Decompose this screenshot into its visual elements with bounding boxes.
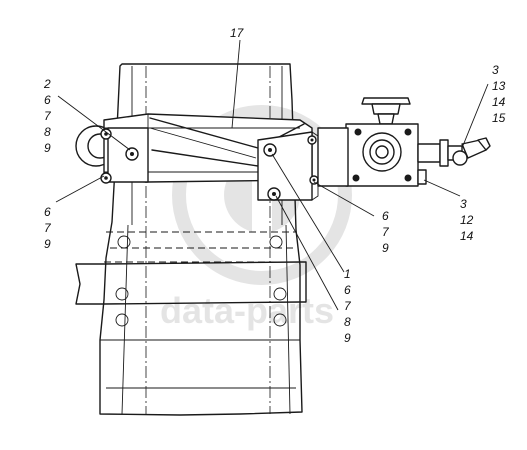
bracket-assembly (75, 113, 319, 201)
leader-3-top (461, 83, 489, 149)
handwheel-stem (371, 103, 401, 115)
corner-bolt (354, 128, 362, 136)
callout-label: 7 (44, 109, 52, 123)
callout-3-bottom-group: 3 12 14 (460, 197, 474, 243)
handwheel-neck (377, 113, 395, 125)
callout-label: 1 (344, 267, 351, 281)
corner-bolt (404, 174, 412, 182)
callout-label: 15 (492, 111, 506, 125)
leader-3-right (423, 179, 461, 197)
callout-label: 7 (344, 299, 352, 313)
bolt (309, 175, 319, 185)
hose-end (477, 137, 491, 151)
valve-port-inner (375, 145, 389, 159)
callout-6-left-group: 6 7 9 (44, 205, 52, 251)
bracket-brace-edge (149, 127, 257, 159)
callout-label: 9 (44, 141, 51, 155)
rivet-hole (269, 235, 283, 249)
callout-label: 13 (492, 79, 506, 93)
bolt (267, 187, 281, 201)
valve-flange (317, 127, 349, 187)
corner-bolt (352, 174, 360, 182)
handwheel (361, 97, 411, 105)
callout-label: 8 (344, 315, 351, 329)
callout-6-mid-group: 6 7 9 (382, 209, 390, 255)
callout-label: 9 (344, 331, 351, 345)
leader-lines (55, 39, 489, 311)
valve-assembly (317, 97, 491, 187)
callout-label: 8 (44, 125, 51, 139)
leader-2 (57, 95, 131, 151)
outlet-pipe (417, 143, 441, 163)
callout-label: 6 (44, 205, 51, 219)
elbow-union (452, 150, 468, 166)
callout-label: 9 (382, 241, 389, 255)
callout-label: 6 (344, 283, 351, 297)
callout-3-top-group: 3 13 14 15 (492, 63, 506, 125)
callout-label: 17 (230, 26, 245, 40)
callout-1-group: 1 6 7 8 9 (344, 267, 352, 345)
callout-label: 9 (44, 237, 51, 251)
callout-17: 17 (230, 26, 245, 40)
callout-label: 3 (460, 197, 467, 211)
callout-label: 6 (44, 93, 51, 107)
rivet-hole (273, 313, 287, 327)
callout-label: 7 (382, 225, 390, 239)
callout-label: 14 (492, 95, 506, 109)
watermark-text: data-parts (160, 290, 334, 331)
watermark-ring (172, 105, 352, 285)
bolt (263, 143, 277, 157)
leader-6-left (55, 175, 105, 203)
callout-label: 14 (460, 229, 474, 243)
rivet-hole (115, 313, 129, 327)
bolt (125, 147, 139, 161)
outlet-nut (439, 139, 449, 167)
callout-label: 12 (460, 213, 474, 227)
bolt (100, 128, 112, 140)
rivet-hole (273, 287, 287, 301)
rivet-hole (115, 287, 129, 301)
rivet-hole (117, 235, 131, 249)
lower-plug (417, 169, 427, 185)
leader-1b (275, 195, 339, 311)
leader-6-mid (313, 181, 375, 217)
bolt (100, 172, 112, 184)
callout-2-group: 2 6 7 8 9 (43, 77, 52, 155)
callout-label: 6 (382, 209, 389, 223)
bolt (307, 135, 317, 145)
leader-1 (271, 153, 345, 273)
frame (75, 63, 307, 416)
callout-label: 7 (44, 221, 52, 235)
callout-label: 2 (43, 77, 51, 91)
frame-outline (99, 63, 303, 416)
leader-17 (231, 39, 241, 129)
callout-label: 3 (492, 63, 499, 77)
cross-member (75, 261, 307, 305)
corner-bolt (404, 128, 412, 136)
mount-plate (257, 131, 313, 201)
